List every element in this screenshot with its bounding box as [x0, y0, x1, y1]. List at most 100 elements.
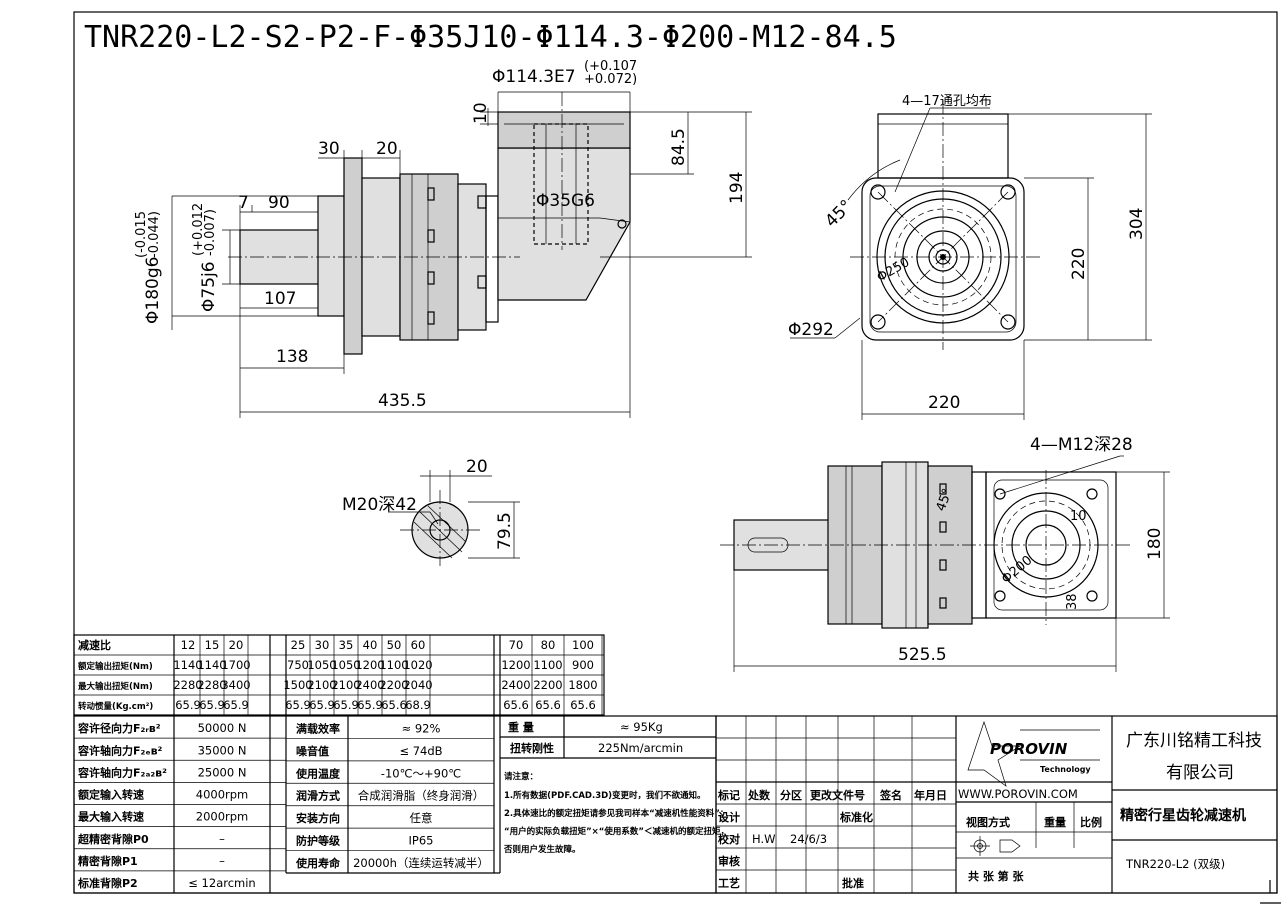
perf-cell: 15 — [205, 638, 220, 652]
projection-symbol-icon — [970, 836, 1021, 856]
perf-cell: 65.6 — [570, 698, 596, 712]
perf-cell: 65.9 — [333, 698, 359, 712]
perf-cell: 100 — [572, 638, 594, 652]
perf-cell: 1500 — [283, 678, 312, 692]
perf-cell: 2280 — [197, 678, 226, 692]
perf-cell: 65.9 — [223, 698, 249, 712]
spec-left-value: 50000 N — [198, 721, 247, 735]
rev-header-zone: 分区 — [780, 788, 802, 802]
product-name: 精密行星齿轮减速机 — [1120, 807, 1246, 824]
spec-mid-value: -10℃～+90℃ — [381, 766, 461, 780]
process-label: 工艺 — [718, 876, 740, 890]
perf-cell: 2400 — [355, 678, 384, 692]
spec-left-label: 容许轴向力F₂ₐ₂ʙ² — [77, 765, 167, 779]
perf-cell: 1100 — [533, 658, 562, 672]
shaft-end-tap: M20深42 — [342, 495, 417, 515]
perf-cell: 1020 — [403, 658, 432, 672]
spec-mid-label: 使用寿命 — [295, 856, 341, 870]
spec-left-value: 2000rpm — [196, 810, 249, 824]
dim-bore: Φ35G6 — [536, 191, 595, 211]
end-view-holes: 4—17通孔均布 — [902, 94, 992, 109]
perf-cell: 900 — [572, 658, 594, 672]
approve-label: 批准 — [842, 876, 864, 890]
perf-cell: 1140 — [197, 658, 226, 672]
note-1: 1.所有数据(PDF.CAD.3D)变更时，我们不欲通知。 — [504, 790, 706, 801]
dim-138: 138 — [276, 347, 308, 367]
dim-pilot-tol-low: +0.072) — [584, 72, 637, 87]
drawing-title: TNR220-L2-S2-P2-F-Φ35J10-Φ114.3-Φ200-M12… — [84, 20, 897, 55]
perf-cell: 2100 — [307, 678, 336, 692]
dim-shaft-tol-up: (+0.012 — [191, 203, 206, 256]
perf-cell: 12 — [181, 638, 196, 652]
perf-cell: 1100 — [379, 658, 408, 672]
note-4: 否则用户发生故障。 — [503, 844, 581, 855]
perf-cell: 1050 — [331, 658, 360, 672]
note-3: “用户的实际负载扭矩”×“使用系数”＜减速机的额定扭矩， — [504, 826, 729, 837]
perf-cell: 65.9 — [199, 698, 225, 712]
top-view-d10: 10 — [1070, 509, 1087, 524]
spec-left-value: 4000rpm — [196, 788, 249, 802]
perf-cell: 65.6 — [381, 698, 407, 712]
check-label: 校对 — [718, 832, 740, 846]
end-view-d220-v: 220 — [1069, 248, 1089, 280]
title-block: 标记 处数 分区 更改文件号 签名 年月日 设计 标准化 校对 H.W 24/6… — [715, 715, 1278, 894]
top-view-d180: 180 — [1145, 528, 1165, 560]
dim-20: 20 — [376, 139, 398, 159]
perf-cell: 80 — [541, 638, 556, 652]
dim-84-5: 84.5 — [669, 128, 689, 166]
perf-cell: 1140 — [173, 658, 202, 672]
perf-cell: 68.9 — [405, 698, 431, 712]
spec-left-label: 精密背隙P1 — [78, 854, 138, 868]
dim-shaft-diameter: Φ75j6 — [199, 261, 219, 312]
perf-cell: 1800 — [568, 678, 597, 692]
dim-shaft-tol-low: -0.007) — [203, 209, 218, 256]
spec-mid-value: 合成润滑脂（终身润滑） — [358, 789, 485, 803]
rev-header-mark: 标记 — [717, 788, 740, 802]
standard-label: 标准化 — [839, 810, 873, 824]
spec-mid-value: ≈ 92% — [402, 721, 441, 735]
view-method-label: 视图方式 — [966, 815, 1010, 829]
perf-cell: 3400 — [221, 678, 250, 692]
spec-mid-value: ≤ 74dB — [399, 744, 442, 758]
top-view-angle: 45° — [934, 487, 956, 514]
dim-90: 90 — [268, 193, 290, 213]
spec-mid-label: 使用温度 — [295, 766, 341, 780]
company-name-line1: 广东川铭精工科技 — [1126, 731, 1262, 751]
spec-mid-label: 防护等级 — [296, 834, 341, 848]
perf-cell: 1200 — [501, 658, 530, 672]
design-label: 设计 — [718, 810, 740, 824]
perf-row-label: 额定输出扭矩(Nm) — [78, 661, 153, 672]
spec-left-label: 容许轴向力F₂ₑʙ² — [77, 743, 163, 757]
perf-cell: 1700 — [221, 658, 250, 672]
dim-flange-tol-up: (-0.015 — [134, 211, 149, 258]
perf-cell: 65.9 — [357, 698, 383, 712]
checker-name: H.W — [752, 832, 775, 846]
spec-left-value: 25000 N — [198, 765, 247, 779]
end-view-d292: Φ292 — [788, 320, 834, 340]
spec-mid-rows: 满载效率≈ 92%噪音值≤ 74dB使用温度-10℃～+90℃润滑方式合成润滑脂… — [286, 721, 494, 870]
stiffness-label: 扭转刚性 — [510, 741, 554, 755]
rev-header-doc: 更改文件号 — [810, 788, 865, 802]
dim-30: 30 — [318, 139, 340, 159]
notes-title: 请注意： — [504, 771, 538, 782]
spec-left-value: – — [219, 854, 225, 868]
rev-header-date: 年月日 — [914, 788, 947, 802]
perf-cell: 40 — [363, 638, 378, 652]
weight-label: 重 量 — [508, 720, 534, 734]
perf-cell: 50 — [387, 638, 402, 652]
perf-row-label: 减速比 — [78, 638, 111, 652]
review-label: 审核 — [718, 854, 740, 868]
perf-cell: 2100 — [331, 678, 360, 692]
spec-mid-label: 润滑方式 — [296, 789, 340, 803]
spec-mid-label: 满载效率 — [296, 721, 340, 735]
dim-10: 10 — [471, 102, 491, 124]
website: WWW.POROVIN.COM — [958, 787, 1078, 801]
dim-435-5: 435.5 — [378, 391, 427, 411]
spec-left-value: ≤ 12arcmin — [188, 876, 255, 890]
shaft-end-view: 20 M20深42 79.5 — [342, 457, 520, 566]
logo-subtext: Technology — [1040, 765, 1091, 774]
